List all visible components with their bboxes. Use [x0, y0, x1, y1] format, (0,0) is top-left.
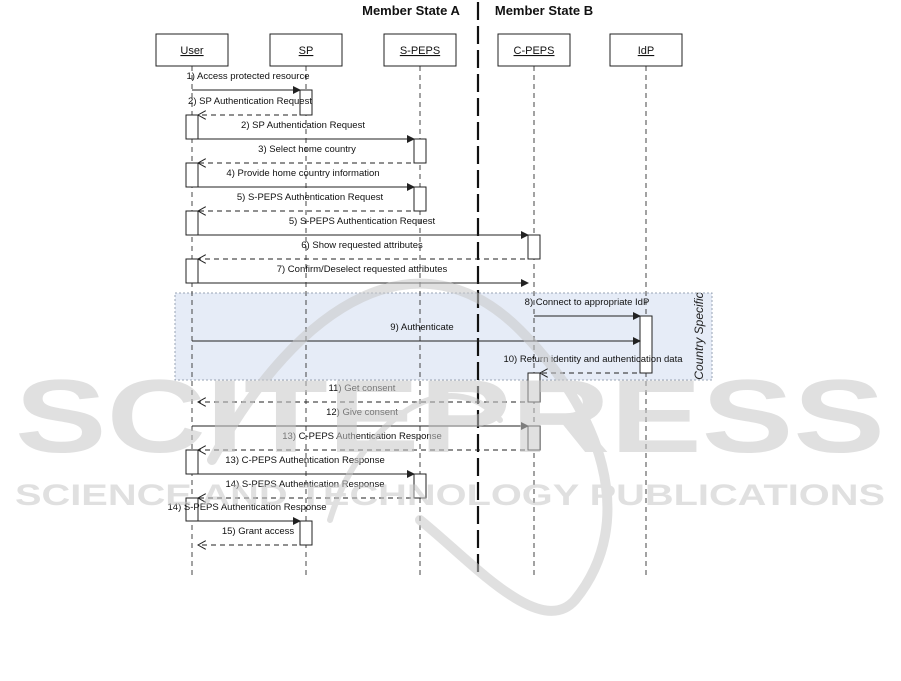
participant-box-user [155, 33, 229, 67]
watermark-subtitle: SCIENCE AND TECHNOLOGY PUBLICATIONS [15, 479, 885, 512]
participant-label-s-peps: S-PEPS [400, 45, 440, 57]
watermark-swoosh-inner [327, 393, 503, 523]
participant-box-idp [609, 33, 683, 67]
message-label-7: 5) S-PEPS Authentication Request [289, 216, 436, 227]
message-label-16: 13) C-PEPS Authentication Response [225, 455, 384, 466]
activation-bar [413, 186, 427, 212]
country-specific-label: Country Specific [692, 292, 706, 379]
participant-label-sp: SP [299, 45, 314, 57]
message-label-11: 9) Authenticate [390, 322, 453, 333]
message-label-9: 7) Confirm/Deselect requested attributes [277, 264, 448, 275]
participant-box-s-peps [383, 33, 457, 67]
activation-bar [527, 234, 541, 260]
message-label-13: 11) Get consent [329, 383, 396, 394]
message-label-12: 10) Return identity and authentication d… [503, 354, 683, 365]
member-state-b-label: Member State B [495, 3, 593, 18]
message-label-5: 4) Provide home country information [226, 168, 379, 179]
country-specific-region [174, 292, 713, 381]
message-label-14: 12) Give consent [326, 407, 398, 418]
message-label-3: 2) SP Authentication Request [241, 120, 365, 131]
participant-label-user: User [180, 45, 204, 57]
message-label-10: 8) Connect to appropriate IdP [525, 297, 650, 308]
message-label-15: 13) C-PEPS Authentication Response [282, 431, 441, 442]
message-label-17: 14) S-PEPS Authentication Response [226, 479, 385, 490]
watermark-title: SCITEPRESS [15, 359, 885, 475]
activation-bar [185, 162, 199, 188]
watermark-swoosh [207, 278, 613, 616]
message-label-19: 15) Grant access [222, 526, 295, 537]
participant-box-sp [269, 33, 343, 67]
watermark: SCITEPRESS SCIENCE AND TECHNOLOGY PUBLIC… [15, 278, 885, 616]
message-label-2: 2) SP Authentication Request [188, 96, 312, 107]
activation-bar [185, 210, 199, 236]
activation-bar [185, 114, 199, 140]
participant-label-idp: IdP [638, 45, 655, 57]
participant-label-c-peps: C-PEPS [514, 45, 555, 57]
activation-bar [413, 138, 427, 164]
activation-bar [299, 520, 313, 546]
message-label-1: 1) Access protected resource [186, 71, 309, 82]
message-label-4: 3) Select home country [258, 144, 356, 155]
activation-bar [185, 258, 199, 284]
message-label-18: 14) S-PEPS Authentication Response [168, 502, 327, 513]
member-state-a-label: Member State A [362, 3, 460, 18]
participant-box-c-peps [497, 33, 571, 67]
message-label-8: 6) Show requested attributes [301, 240, 423, 251]
message-label-6: 5) S-PEPS Authentication Request [237, 192, 384, 203]
